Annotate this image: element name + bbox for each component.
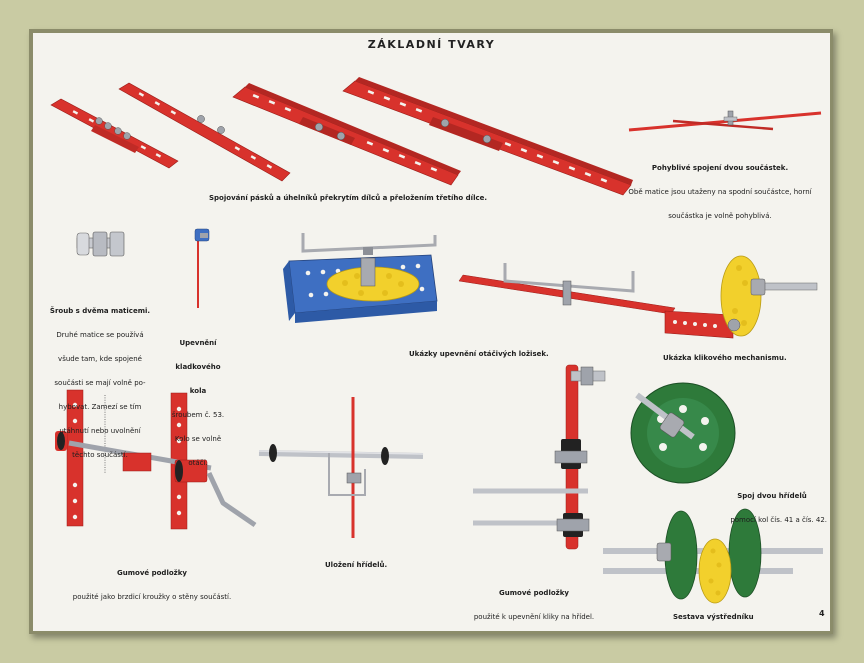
caption-rubber-crank-title: Gumové podložky	[499, 589, 569, 597]
caption-screw-line: součásti se mají volně po-	[54, 379, 146, 387]
pulley-screw	[194, 228, 210, 308]
caption-eccentric: Sestava výstředníku	[673, 613, 754, 621]
caption-joint: Spoj dvou hřídelů pomocí kol čís. 41 a č…	[717, 476, 827, 540]
caption-screw-line: utáhnutí nebo uvolnění	[59, 427, 141, 435]
caption-screw-line: Druhé matice se používá	[56, 331, 144, 339]
rubber-washers-crank	[473, 364, 606, 550]
caption-rubber-crank-line: použité k upevnění kliky na hřídel.	[473, 613, 595, 621]
strip-pair-2	[118, 82, 291, 182]
red-strip-bearing	[458, 263, 676, 315]
caption-movable: Pohyblivé spojení dvou součástek. Obě ma…	[625, 148, 815, 236]
caption-wheel: Upevnění kladkového kola šroubem č. 53. …	[165, 323, 231, 483]
caption-rubber-crank: Gumové podložky použité k upevnění kliky…	[459, 573, 609, 631]
caption-wheel-line: otáčí.	[188, 459, 208, 467]
caption-shafts: Uložení hřídelů.	[325, 561, 388, 569]
caption-movable-line: součástka je volně pohyblivá.	[668, 212, 772, 220]
caption-screw-title: Šroub s dvěma maticemi.	[49, 307, 151, 315]
strip-pair-1	[50, 98, 179, 169]
caption-crank: Ukázka klikového mechanismu.	[663, 354, 787, 362]
caption-movable-title: Pohyblivé spojení dvou součástek.	[651, 164, 789, 172]
illustrations	[50, 77, 823, 604]
caption-wheel-line: Upevnění	[179, 339, 217, 347]
angle-girder-2	[342, 77, 633, 196]
page-number: 4	[819, 609, 825, 618]
caption-wheel-line: kladkového	[175, 363, 221, 371]
caption-rubber-brake-title: Gumové podložky	[117, 569, 187, 577]
caption-screw-line: všude tam, kde spojené	[58, 355, 142, 363]
caption-bearings: Ukázky upevnění otáčivých ložisek.	[409, 350, 549, 358]
caption-screw-line: těchto součástí.	[72, 451, 128, 459]
caption-rubber-brake-line: použité jako brzdicí kroužky o stěny sou…	[72, 593, 232, 601]
blue-plate-bearing	[283, 233, 438, 323]
caption-wheel-line: šroubem č. 53.	[171, 411, 225, 419]
caption-joint-line: pomocí kol čís. 41 a čís. 42.	[730, 516, 827, 524]
caption-screw: Šroub s dvěma maticemi. Druhé matice se …	[45, 291, 155, 475]
movable-joint	[628, 110, 822, 132]
caption-strips: Spojování pásků a úhelníků překrytím díl…	[209, 194, 488, 202]
caption-movable-line: Obě matice jsou utaženy na spodní součás…	[628, 188, 812, 196]
caption-rubber-brake: Gumové podložky použité jako brzdicí kro…	[57, 553, 247, 617]
rubber-washers-brake	[55, 389, 257, 530]
caption-joint-title: Spoj dvou hřídelů	[737, 492, 807, 500]
angle-girder-1	[232, 83, 461, 186]
eccentric-assembly	[603, 508, 823, 604]
shaft-bearing	[258, 397, 424, 538]
caption-wheel-line: Kolo se volně	[174, 435, 222, 443]
bolt-two-nuts	[76, 231, 125, 257]
caption-wheel-line: kola	[189, 387, 207, 395]
caption-screw-line: hybovat. Zamezí se tím	[58, 403, 142, 411]
crank-mechanism	[664, 255, 818, 339]
page-title: ZÁKLADNÍ TVARY	[367, 38, 496, 51]
green-gear-joint	[630, 382, 736, 484]
manual-page: ZÁKLADNÍ TVARY Spojování pásků a úhelník…	[33, 33, 830, 631]
